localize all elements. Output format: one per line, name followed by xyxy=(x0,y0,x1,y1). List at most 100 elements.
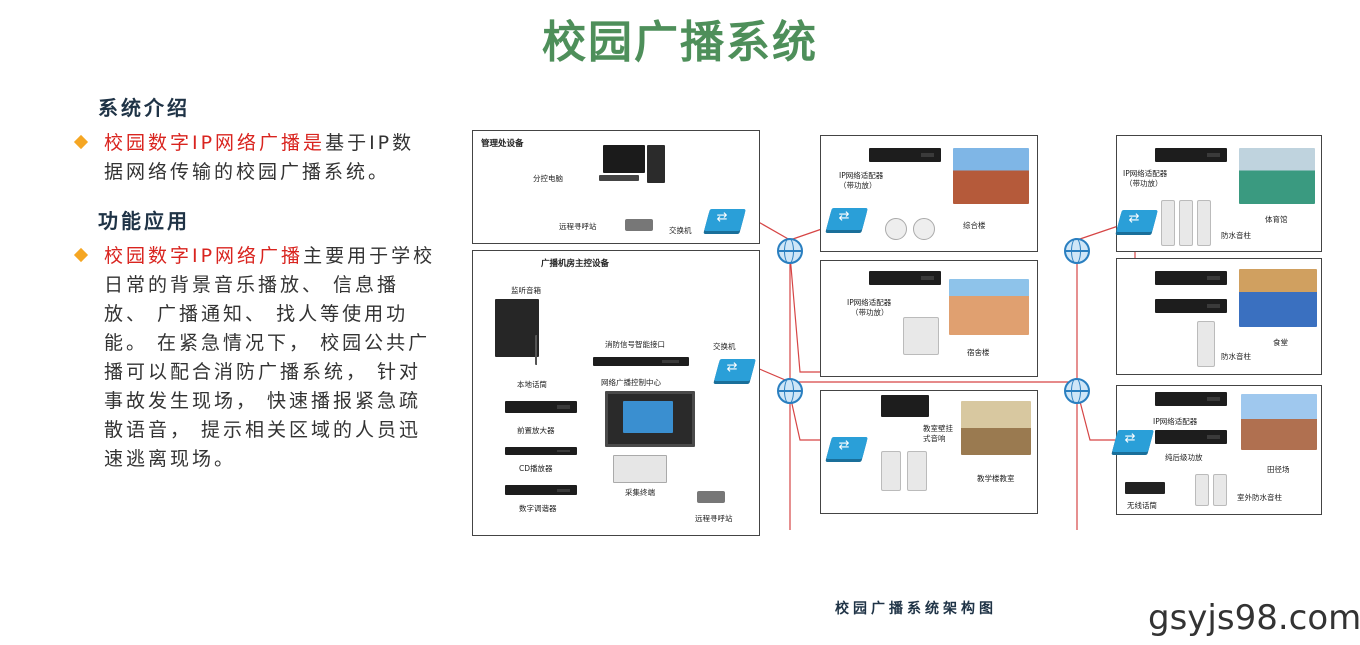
page-title: 校园广播系统 xyxy=(542,17,818,68)
mgmt-equipment-box: 管理处设备 分控电脑 远程寻呼站 交换机 xyxy=(472,130,760,244)
column-speaker-icon xyxy=(1197,200,1211,246)
column-speaker-icon xyxy=(1213,474,1227,506)
network-switch-icon xyxy=(704,209,746,231)
preamp-label: 前置放大器 xyxy=(517,426,555,435)
fire-interface-label: 消防信号智能接口 xyxy=(605,340,665,349)
ip-adapter-device xyxy=(869,148,941,162)
cd-player-device xyxy=(505,447,577,455)
network-globe-icon xyxy=(1064,378,1090,404)
network-switch-icon xyxy=(1116,210,1158,232)
ip-adapter-device xyxy=(869,271,941,285)
microphone-icon xyxy=(535,335,549,365)
adapter2-sub-label: （带功放） xyxy=(851,308,889,317)
adapter3-label: IP网络适配器 xyxy=(1123,169,1168,178)
local-mic-label: 本地话筒 xyxy=(517,380,547,389)
mgmt-switch-label: 交换机 xyxy=(669,226,692,235)
wireless-mic-icon xyxy=(1125,482,1165,494)
column-speaker-icon xyxy=(1161,200,1175,246)
field-box: IP网络适配器 纯后级功放 无线话筒 田径场 室外防水音柱 xyxy=(1112,385,1322,515)
function-highlight: 校园数字IP网络广播 xyxy=(104,245,304,267)
keyboard-icon xyxy=(599,175,639,181)
tuner-label: 数字调谐器 xyxy=(519,504,557,513)
network-globe-icon xyxy=(777,238,803,264)
control-center-label: 网络广播控制中心 xyxy=(601,378,661,387)
canteen-photo xyxy=(1239,269,1317,327)
room-switch-icon xyxy=(714,359,756,381)
dormitory-box: IP网络适配器 （带功放） 宿舍楼 xyxy=(820,260,1038,377)
wall-speaker-icon xyxy=(903,317,939,355)
adapter2-label: IP网络适配器 xyxy=(847,298,892,307)
broadcast-room-box: 广播机房主控设备 监听音箱 本地话筒 消防信号智能接口 网络广播控制中心 前置放… xyxy=(472,250,760,536)
computer-icon xyxy=(603,145,645,173)
adapter3-sub-label: （带功放） xyxy=(1125,179,1163,188)
monitor-speaker-icon xyxy=(495,299,539,357)
intro-highlight: 校园数字IP网络广播是 xyxy=(104,132,326,154)
intro-heading: 系统介绍 xyxy=(98,96,190,120)
speaker-icon xyxy=(907,451,927,491)
amplifier-device xyxy=(1155,430,1227,444)
column2-label: 防水音柱 xyxy=(1221,352,1251,361)
column1-label: 防水音柱 xyxy=(1221,231,1251,240)
room-switch-label: 交换机 xyxy=(713,342,736,351)
mic-wireless-label: 无线话筒 xyxy=(1127,501,1157,510)
gym-box: IP网络适配器 （带功放） 体育馆 防水音柱 xyxy=(1116,135,1322,252)
bldg1-label: 综合楼 xyxy=(963,221,986,230)
fire-interface-device xyxy=(593,357,689,366)
description-panel: 系统介绍 校园数字IP网络广播是基于IP数据网络传输的校园广播系统。 功能应用 … xyxy=(73,92,436,474)
mgmt-title: 管理处设备 xyxy=(481,139,524,149)
classroom-photo xyxy=(961,401,1031,455)
bldg3-label: 教学楼教室 xyxy=(977,474,1015,483)
ip-adapter-device xyxy=(1155,148,1227,162)
cd-player-label: CD播放器 xyxy=(519,464,553,473)
mgmt-pc-label: 分控电脑 xyxy=(533,174,563,183)
capture-terminal-label: 采集终端 xyxy=(625,488,655,497)
column-speaker-icon xyxy=(1197,321,1215,367)
pc-tower-icon xyxy=(647,145,665,183)
capture-terminal-icon xyxy=(613,455,667,483)
field-photo xyxy=(1241,394,1317,450)
monitor-speaker-label: 监听音箱 xyxy=(511,286,541,295)
mgmt-call-label: 远程寻呼站 xyxy=(559,222,597,231)
diagram-caption: 校园广播系统架构图 xyxy=(835,601,997,617)
network-switch-icon xyxy=(826,437,868,459)
ceiling-speaker-icon xyxy=(885,218,907,240)
amp4-label: 纯后级功放 xyxy=(1165,453,1203,462)
network-switch-icon xyxy=(1112,430,1154,452)
function-text: 主要用于学校日常的背景音乐播放、 信息播放、 广播通知、 找人等使用功能。 在紧… xyxy=(104,245,436,470)
adapter1-sub-label: （带功放） xyxy=(839,181,877,190)
remote-paging-icon xyxy=(697,491,725,503)
adapter4-label: IP网络适配器 xyxy=(1153,417,1198,426)
network-globe-icon xyxy=(1064,238,1090,264)
column-speaker-icon xyxy=(1195,474,1209,506)
watermark: gsyjs98.com xyxy=(1148,598,1360,638)
ip-adapter-device xyxy=(1155,271,1227,285)
amplifier-device xyxy=(1155,299,1227,313)
wall-speaker-sub-label: 式音响 xyxy=(923,434,946,443)
teaching-building-box: 教室壁挂 式音响 教学楼教室 xyxy=(820,390,1038,514)
gym-label: 体育馆 xyxy=(1265,215,1288,224)
bldg2-label: 宿舍楼 xyxy=(967,348,990,357)
building-photo xyxy=(953,148,1029,204)
intro-paragraph: 校园数字IP网络广播是基于IP数据网络传输的校园广播系统。 xyxy=(73,129,436,187)
canteen-box: 食堂 防水音柱 xyxy=(1116,258,1322,375)
gym-photo xyxy=(1239,148,1315,204)
intro-text: 基于IP数据网络传输的校园广播系统。 xyxy=(104,132,415,183)
ip-adapter-device xyxy=(1155,392,1227,406)
tuner-device xyxy=(505,485,577,495)
column3-label: 室外防水音柱 xyxy=(1237,493,1282,502)
network-globe-icon xyxy=(777,378,803,404)
function-heading: 功能应用 xyxy=(98,209,190,233)
field-label: 田径场 xyxy=(1267,465,1290,474)
function-paragraph: 校园数字IP网络广播主要用于学校日常的背景音乐播放、 信息播放、 广播通知、 找… xyxy=(73,242,436,474)
control-screen-icon xyxy=(623,401,673,433)
adapter-box-icon xyxy=(881,395,929,417)
paging-console-icon xyxy=(625,219,653,231)
network-switch-icon xyxy=(826,208,868,230)
remote-paging-label: 远程寻呼站 xyxy=(695,514,733,523)
room-title: 广播机房主控设备 xyxy=(541,259,610,269)
building-photo xyxy=(949,279,1029,335)
adapter1-label: IP网络适配器 xyxy=(839,171,884,180)
comprehensive-building-box: IP网络适配器 （带功放） 综合楼 xyxy=(820,135,1038,252)
speaker-icon xyxy=(881,451,901,491)
canteen-label: 食堂 xyxy=(1273,338,1288,347)
